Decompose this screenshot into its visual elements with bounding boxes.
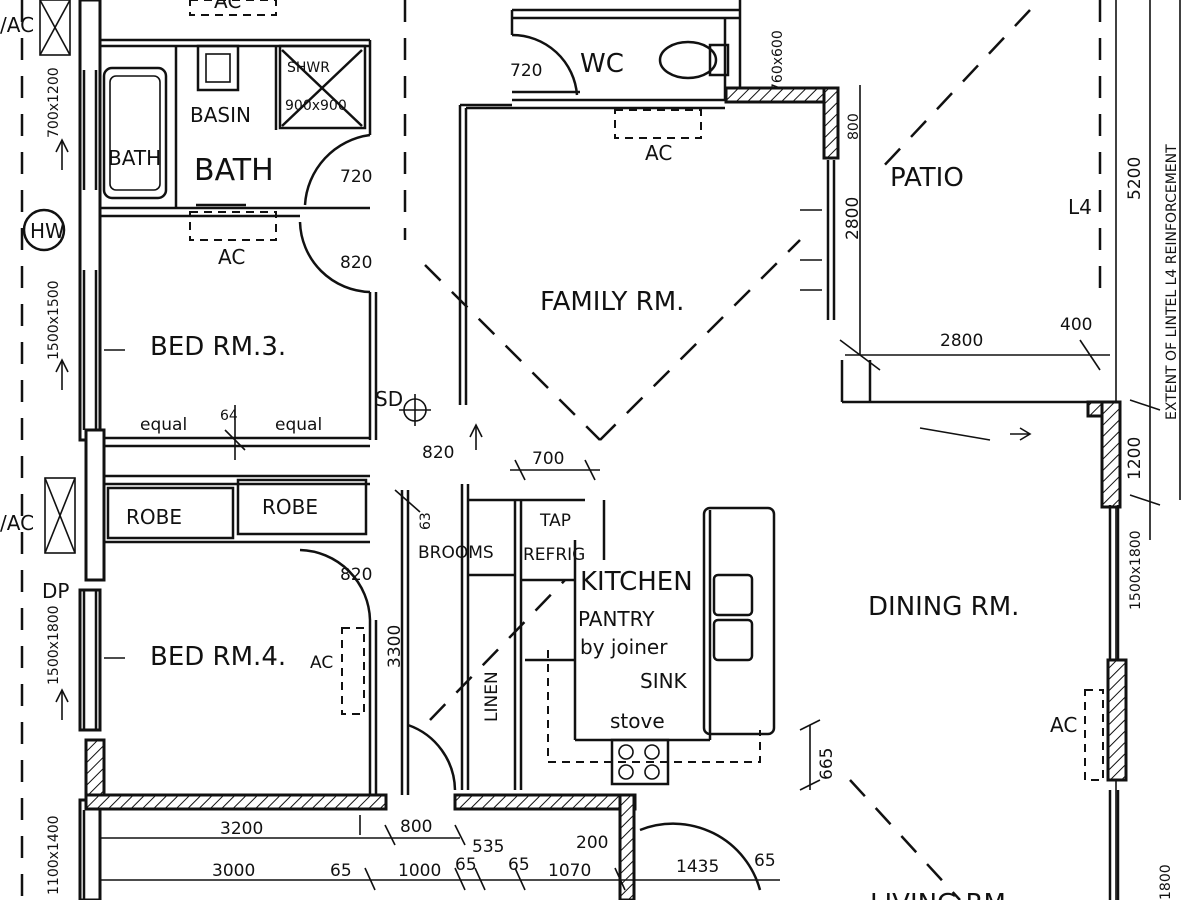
shower-size-label: 900x900	[285, 98, 347, 114]
refrig-label: REFRIG	[523, 545, 585, 565]
lintel-note: EXTENT OF LINTEL L4 REINFORCEMENT	[1164, 144, 1180, 420]
dim-800-patio: 800	[846, 113, 862, 140]
left-ac-label-2: /AC	[0, 511, 34, 535]
window-size-2: 1500x1500	[46, 280, 62, 360]
dining-window-size: 1500x1800	[1128, 530, 1144, 610]
family-ac-label: AC	[645, 141, 672, 165]
hallway	[394, 394, 457, 795]
shower-label: SHWR	[287, 60, 330, 76]
dim-65-c: 65	[508, 855, 530, 875]
dim-63: 63	[418, 512, 434, 530]
dim-700: 700	[532, 449, 564, 469]
bath-ac-label: AC	[218, 245, 245, 269]
dim-1435: 1435	[676, 857, 719, 877]
bathroom-walls	[100, 0, 372, 241]
hw-label: HW	[30, 219, 65, 243]
dim-2800-patio-h: 2800	[940, 331, 983, 351]
wc-window-size: 760x600	[770, 30, 786, 92]
dining-ac-label: AC	[1050, 713, 1077, 737]
bed4-title: BED RM.4.	[150, 642, 286, 672]
living-room-title-partial: LIVING RM	[870, 889, 1006, 900]
dim-720-wc: 720	[510, 61, 542, 81]
left-exterior-wall	[78, 0, 106, 900]
equal-label-2: equal	[275, 415, 322, 435]
wc-block	[510, 0, 742, 102]
tap-label: TAP	[539, 511, 571, 531]
kitchen-title: KITCHEN	[580, 567, 693, 597]
bath-tub-label: BATH	[108, 146, 161, 170]
bathroom-title: BATH	[194, 153, 274, 188]
dim-64: 64	[220, 408, 238, 424]
left-window-markers	[22, 0, 76, 720]
left-ac-label-1: /AC	[0, 13, 34, 37]
dim-1070: 1070	[548, 861, 591, 881]
basin-label: BASIN	[190, 103, 251, 127]
dim-800-bottom: 800	[400, 817, 432, 837]
dim-3200: 3200	[220, 819, 263, 839]
bed4-walls	[84, 548, 388, 811]
pantry-label: PANTRY	[578, 607, 655, 631]
window-1800: 1800	[1158, 864, 1174, 900]
patio-title: PATIO	[890, 163, 964, 193]
window-size-1: 700x1200	[46, 67, 62, 138]
bed3-walls	[104, 221, 378, 460]
by-joiner-label: by joiner	[580, 635, 668, 659]
dim-5200: 5200	[1125, 157, 1145, 200]
dim-535: 535	[472, 837, 504, 857]
robe-label-1: ROBE	[126, 505, 182, 529]
patio	[839, 85, 1110, 404]
top-ac-partial: AC	[214, 0, 241, 13]
right-exterior	[919, 0, 1181, 900]
dim-1000: 1000	[398, 861, 441, 881]
dim-665: 665	[817, 748, 837, 780]
dim-3000: 3000	[212, 861, 255, 881]
dim-3300: 3300	[385, 625, 405, 668]
equal-label-1: equal	[140, 415, 187, 435]
family-room-walls	[458, 86, 840, 450]
dim-1200: 1200	[1125, 437, 1145, 480]
sd-label: SD	[375, 387, 403, 411]
dim-400: 400	[1060, 315, 1092, 335]
wc-title: WC	[580, 49, 624, 79]
dashed-guides	[20, 0, 1102, 900]
dim-820-bed4: 820	[340, 565, 372, 585]
brooms-label: BROOMS	[418, 543, 494, 563]
linen-label: LINEN	[482, 671, 502, 722]
window-size-4: 1100x1400	[46, 815, 62, 895]
bottom-walls	[100, 793, 780, 900]
dim-65-a: 65	[330, 861, 352, 881]
dim-2800-patio-v: 2800	[843, 197, 863, 240]
dim-65-d: 65	[754, 851, 776, 871]
stove-label: stove	[610, 709, 665, 733]
robe-label-2: ROBE	[262, 495, 318, 519]
dining-room-title: DINING RM.	[868, 592, 1019, 622]
dim-720-bath: 720	[340, 167, 372, 187]
dp-label: DP	[42, 579, 69, 603]
l4-label: L4	[1068, 195, 1092, 219]
dim-65-b: 65	[455, 855, 477, 875]
bed4-ac-label: AC	[310, 653, 333, 673]
window-size-3: 1500x1800	[46, 605, 62, 685]
dim-200: 200	[576, 833, 608, 853]
kitchen-block	[460, 459, 821, 791]
dim-820-bed3: 820	[340, 253, 372, 273]
dim-820-hall: 820	[422, 443, 454, 463]
sink-label: SINK	[640, 669, 688, 693]
family-room-title: FAMILY RM.	[540, 287, 684, 317]
bed3-title: BED RM.3.	[150, 332, 286, 362]
robe-block	[104, 474, 370, 544]
